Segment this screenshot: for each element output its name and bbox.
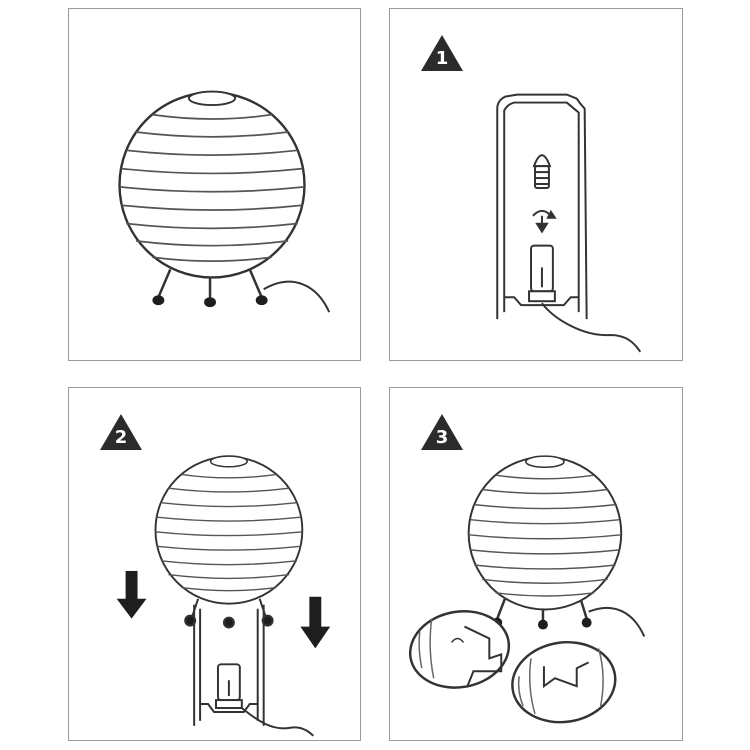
step-3-badge: 3: [420, 412, 464, 452]
panel-step-2-lower-shade: 2: [68, 387, 361, 741]
power-cord: [241, 707, 315, 737]
lamp-base-legs: [157, 268, 263, 300]
lamp-globe-shade: [154, 455, 304, 605]
down-arrow-icon-right: [300, 596, 331, 649]
step-2-illustration: [116, 455, 331, 737]
step-1-badge: 1: [420, 33, 464, 73]
power-cord: [263, 280, 331, 313]
rotate-arrow-icon: [532, 209, 557, 234]
assembled-lamp-illustration: [118, 90, 331, 313]
step-2-badge: 2: [99, 412, 143, 452]
bulb-socket: [528, 244, 556, 303]
shade-half-right: [511, 640, 617, 724]
lamp-frame: [193, 604, 265, 726]
down-arrow-icon-left: [116, 570, 147, 619]
power-cord: [588, 606, 646, 637]
step-3-illustration: [408, 455, 646, 724]
step-1-illustration: [496, 93, 642, 353]
lamp-globe-shade: [467, 455, 623, 611]
lamp-frame: [496, 93, 588, 320]
step-1-number: 1: [435, 48, 449, 69]
lamp-feet: [184, 598, 274, 629]
step-2-number: 2: [114, 427, 128, 448]
light-bulb-icon: [532, 154, 552, 189]
bulb-socket: [214, 663, 243, 710]
panel-step-3-finished: 3: [389, 387, 683, 741]
power-cord: [541, 302, 642, 353]
lamp-feet: [152, 295, 268, 308]
socket-bracket: [200, 703, 258, 713]
panel-assembled-lamp: [68, 8, 361, 361]
step-3-number: 3: [435, 427, 449, 448]
lamp-globe-shade: [118, 90, 306, 279]
panel-step-1-insert-bulb: 1: [389, 8, 683, 361]
shade-half-left: [408, 610, 511, 689]
